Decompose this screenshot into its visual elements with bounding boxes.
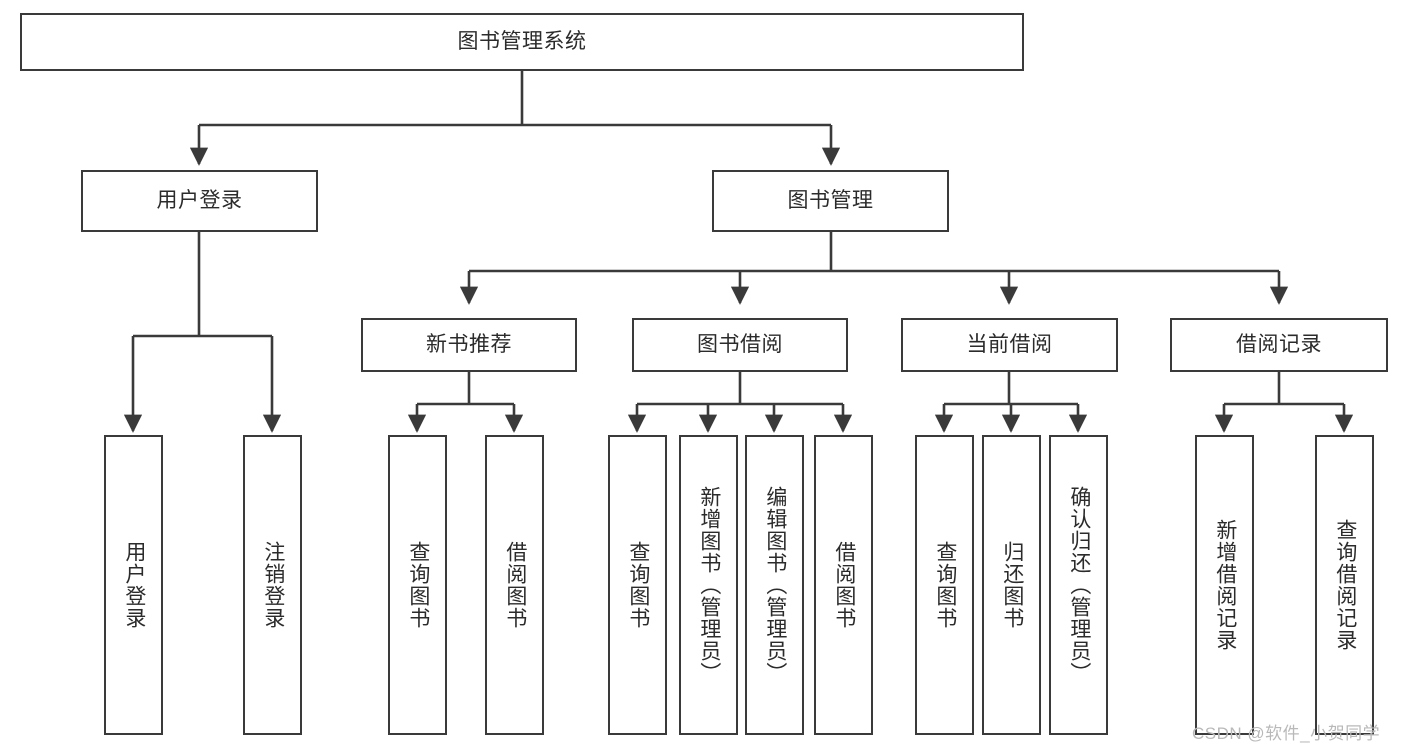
node-current-borrow-label: 当前借阅 — [966, 332, 1053, 356]
node-leaf-borrow-book-1-label: 借阅图书 — [503, 541, 527, 629]
node-new-book-recommend-label: 新书推荐 — [426, 332, 512, 356]
node-borrow-record[interactable]: 借阅记录 — [1170, 318, 1388, 372]
node-leaf-query-book-3-label: 查询图书 — [933, 541, 957, 629]
node-leaf-add-record[interactable]: 新增借阅记录 — [1195, 435, 1254, 735]
node-leaf-query-book-3[interactable]: 查询图书 — [915, 435, 974, 735]
node-leaf-add-book-label: 新增图书（管理员） — [697, 486, 721, 684]
node-leaf-confirm-return[interactable]: 确认归还（管理员） — [1049, 435, 1108, 735]
node-user-login[interactable]: 用户登录 — [81, 170, 318, 232]
node-leaf-return-book-label: 归还图书 — [1000, 541, 1024, 629]
node-leaf-borrow-book-2-label: 借阅图书 — [832, 541, 856, 629]
node-leaf-add-record-label: 新增借阅记录 — [1213, 519, 1237, 651]
node-user-login-label: 用户登录 — [156, 188, 243, 212]
node-new-book-recommend[interactable]: 新书推荐 — [361, 318, 577, 372]
node-current-borrow[interactable]: 当前借阅 — [901, 318, 1118, 372]
node-leaf-query-book-2[interactable]: 查询图书 — [608, 435, 667, 735]
node-leaf-logout[interactable]: 注销登录 — [243, 435, 302, 735]
node-leaf-return-book[interactable]: 归还图书 — [982, 435, 1041, 735]
node-leaf-borrow-book-2[interactable]: 借阅图书 — [814, 435, 873, 735]
node-book-management-label: 图书管理 — [787, 188, 874, 212]
csdn-watermark: CSDN @软件_小贺同学 — [1192, 724, 1381, 743]
node-book-borrow[interactable]: 图书借阅 — [632, 318, 848, 372]
node-leaf-confirm-return-label: 确认归还（管理员） — [1067, 486, 1091, 684]
node-leaf-logout-label: 注销登录 — [261, 541, 285, 629]
node-leaf-user-login-label: 用户登录 — [122, 541, 146, 629]
node-leaf-borrow-book-1[interactable]: 借阅图书 — [485, 435, 544, 735]
node-root[interactable]: 图书管理系统 — [20, 13, 1024, 71]
node-book-borrow-label: 图书借阅 — [697, 332, 783, 356]
node-leaf-query-record[interactable]: 查询借阅记录 — [1315, 435, 1374, 735]
node-book-management[interactable]: 图书管理 — [712, 170, 949, 232]
node-borrow-record-label: 借阅记录 — [1236, 332, 1322, 356]
node-leaf-edit-book-label: 编辑图书（管理员） — [763, 486, 787, 684]
node-root-label: 图书管理系统 — [457, 29, 587, 53]
node-leaf-user-login[interactable]: 用户登录 — [104, 435, 163, 735]
node-leaf-add-book[interactable]: 新增图书（管理员） — [679, 435, 738, 735]
node-leaf-query-book-1-label: 查询图书 — [406, 541, 430, 629]
node-leaf-query-record-label: 查询借阅记录 — [1333, 519, 1357, 651]
node-leaf-query-book-2-label: 查询图书 — [626, 541, 650, 629]
node-leaf-edit-book[interactable]: 编辑图书（管理员） — [745, 435, 804, 735]
node-leaf-query-book-1[interactable]: 查询图书 — [388, 435, 447, 735]
